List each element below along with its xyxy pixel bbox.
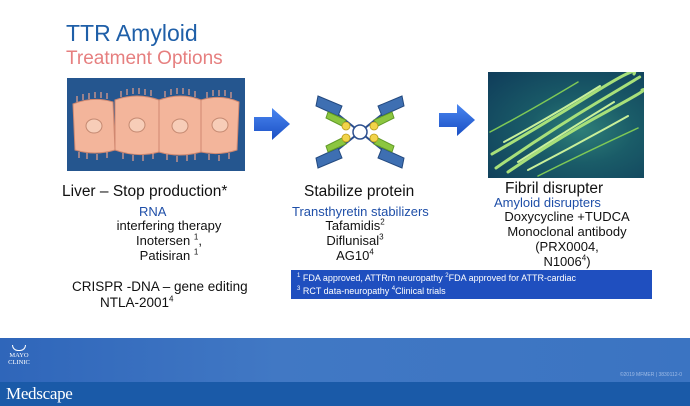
stabilizer-list: Tafamidis2 Diflunisal3 AG104 bbox=[290, 218, 420, 263]
disrupters-label: Amyloid disrupters bbox=[494, 195, 601, 210]
fibril-heading: Fibril disrupter bbox=[505, 180, 604, 197]
mayo-clinic-logo: MAYO CLINIC bbox=[6, 345, 32, 373]
medscape-bar bbox=[0, 382, 690, 406]
list-item: Tafamidis2 bbox=[325, 217, 385, 233]
amyloid-fibril-illustration bbox=[488, 72, 644, 178]
list-item: Patisiran 1 bbox=[139, 247, 199, 263]
list-item: (PRX0004, bbox=[535, 239, 599, 254]
list-item: interfering therapy bbox=[116, 218, 222, 233]
footer-band bbox=[0, 338, 690, 382]
stabilize-heading: Stabilize protein bbox=[304, 183, 415, 200]
liver-heading: Liver – Stop production* bbox=[62, 183, 228, 200]
footnote-line-2: 3 RCT data-neuropathy 4Clinical trials bbox=[297, 286, 446, 296]
list-item: Diflunisal3 bbox=[326, 232, 384, 248]
list-item: N10064) bbox=[543, 253, 591, 269]
list-item: AG104 bbox=[336, 247, 374, 263]
footnote-line-1: 1 FDA approved, ATTRm neuropathy 2FDA ap… bbox=[297, 273, 576, 283]
rna-therapy-list: interfering therapy Inotersen 1, Patisir… bbox=[104, 218, 234, 263]
list-item: Monoclonal antibody bbox=[507, 224, 627, 239]
slide-title: TTR Amyloid bbox=[66, 20, 198, 46]
disrupter-list: Doxycycline +TUDCA Monoclonal antibody (… bbox=[482, 209, 652, 269]
ttr-tetramer-illustration bbox=[312, 92, 408, 172]
hepatocyte-illustration bbox=[67, 78, 245, 171]
footnote-box: 1 FDA approved, ATTRm neuropathy 2FDA ap… bbox=[291, 270, 652, 299]
list-item: Doxycycline +TUDCA bbox=[504, 209, 630, 224]
right-arrow-icon bbox=[252, 104, 292, 144]
shield-icon bbox=[12, 345, 26, 351]
copyright-text: ©2019 MFMER | 3830112-0 bbox=[619, 372, 682, 378]
right-arrow-icon bbox=[437, 100, 477, 140]
stabilizers-label: Transthyretin stabilizers bbox=[292, 204, 429, 219]
slide-subtitle: Treatment Options bbox=[66, 48, 223, 69]
rna-label: RNA bbox=[139, 204, 167, 219]
crispr-text: CRISPR -DNA – gene editing NTLA-20014 bbox=[72, 279, 248, 310]
list-item: Inotersen 1, bbox=[136, 232, 202, 248]
medscape-logo[interactable]: Medscape bbox=[6, 384, 73, 403]
